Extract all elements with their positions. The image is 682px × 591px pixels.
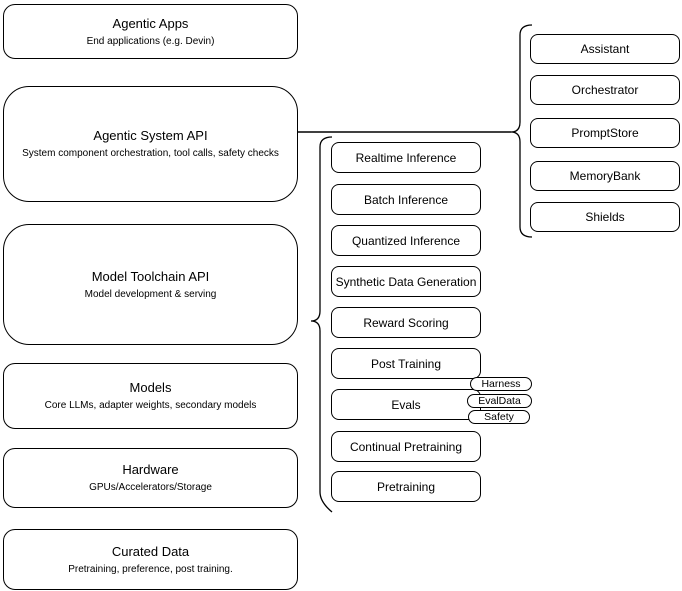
toolchain-box-pretraining: Pretraining (331, 471, 481, 502)
layer-title: Agentic System API (93, 128, 208, 143)
layer-box-curated-data: Curated Data Pretraining, preference, po… (3, 529, 298, 590)
toolchain-box-realtime-inference: Realtime Inference (331, 142, 481, 173)
eval-tag-safety: Safety (468, 410, 530, 424)
layer-title: Model Toolchain API (91, 268, 210, 284)
agentic-box-shields: Shields (530, 202, 680, 232)
layer-subtitle: Pretraining, preference, post training. (68, 563, 233, 575)
toolchain-box-quantized-inference: Quantized Inference (331, 225, 481, 256)
toolchain-box-batch-inference: Batch Inference (331, 184, 481, 215)
agentic-components-brace (510, 24, 533, 238)
layer-box-model-toolchain-api: Model Toolchain API Model development & … (3, 224, 298, 345)
layer-subtitle: Model development & serving (84, 288, 217, 300)
agentic-box-promptstore: PromptStore (530, 118, 680, 148)
layer-title: Hardware (122, 462, 179, 477)
layer-title: Models (129, 380, 172, 395)
layer-box-hardware: Hardware GPUs/Accelerators/Storage (3, 448, 298, 508)
toolchain-box-evals: Evals (331, 389, 481, 420)
layer-title: Curated Data (111, 543, 190, 559)
layer-box-agentic-system-api: Agentic System API System component orch… (3, 86, 298, 202)
layer-subtitle: GPUs/Accelerators/Storage (89, 482, 212, 493)
eval-tag-evaldata: EvalData (467, 394, 532, 408)
layer-subtitle: System component orchestration, tool cal… (22, 148, 279, 159)
toolchain-box-continual-pretraining: Continual Pretraining (331, 431, 481, 462)
layer-box-agentic-apps: Agentic Apps End applications (e.g. Devi… (3, 4, 298, 59)
agentic-box-memorybank: MemoryBank (530, 161, 680, 191)
toolchain-box-reward-scoring: Reward Scoring (331, 307, 481, 338)
eval-tag-harness: Harness (470, 377, 532, 391)
toolchain-box-synthetic-data-generation: Synthetic Data Generation (331, 266, 481, 297)
layer-subtitle: End applications (e.g. Devin) (86, 35, 215, 47)
toolchain-box-post-training: Post Training (331, 348, 481, 379)
layer-title: Agentic Apps (112, 15, 189, 31)
agentic-box-assistant: Assistant (530, 34, 680, 64)
toolchain-components-brace (310, 136, 333, 513)
layer-subtitle: Core LLMs, adapter weights, secondary mo… (44, 400, 257, 411)
layer-box-models: Models Core LLMs, adapter weights, secon… (3, 363, 298, 429)
agentic-box-orchestrator: Orchestrator (530, 75, 680, 105)
